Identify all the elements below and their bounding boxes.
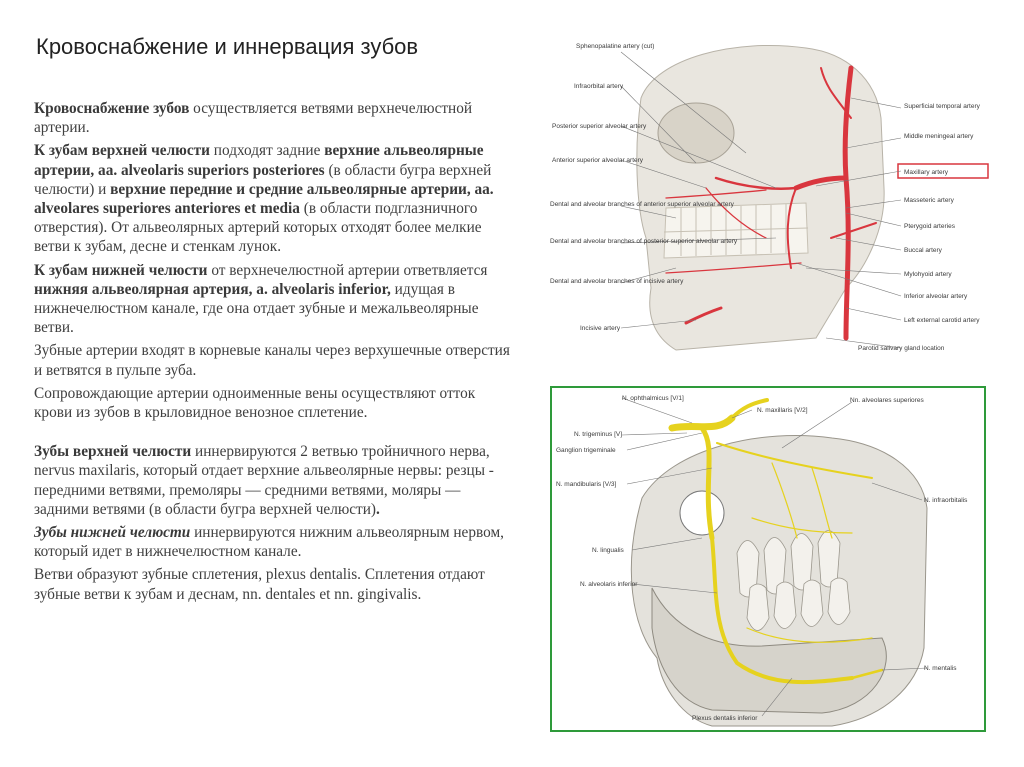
nerve-illustration: N. ophthalmicus [V/1] N. maxillaris [V/2… xyxy=(550,386,986,732)
artery-label: Inferior alveolar artery xyxy=(904,293,968,300)
text-run: Ветви образуют зубные сплетения, plexus … xyxy=(34,566,485,603)
text-run: осуществляется ветвями верхнечелюстной а… xyxy=(34,100,473,137)
bold-text-run: нижняя альвеолярная артерия, a. alveolar… xyxy=(34,280,391,298)
nerve-label: N. ophthalmicus [V/1] xyxy=(622,395,684,402)
paragraph: Зубы верхней челюсти иннервируются 2 вет… xyxy=(34,442,512,519)
text-run: (в области бугра верхней челюсти) и xyxy=(34,161,492,198)
nerve-label: Nn. alveolares superiores xyxy=(850,397,924,404)
paragraph: Зубы нижней челюсти иннервируются нижним… xyxy=(34,523,512,561)
text-run: идущая в нижнечелюстном канале, где она … xyxy=(34,280,479,337)
paragraph: К зубам верхней челюсти подходят задние … xyxy=(34,141,512,256)
bold-text-run: . xyxy=(376,500,380,518)
bold-text-run: Зубы верхней челюсти xyxy=(34,443,192,461)
nerve-label: Plexus dentalis inferior xyxy=(692,715,758,722)
nerve-label: N. mentalis xyxy=(924,665,957,672)
nerve-label: N. mandibularis [V/3] xyxy=(556,481,617,488)
artery-label: Incisive artery xyxy=(580,325,621,332)
artery-label: Dental and alveolar branches of incisive… xyxy=(550,278,684,285)
bold-text-run: верхние передние и средние альвеолярные … xyxy=(34,180,494,218)
bold-text-run: К зубам нижней челюсти xyxy=(34,261,208,279)
slide-title: Кровоснабжение и иннервация зубов xyxy=(36,34,419,59)
bold-text-run: Кровоснабжение зубов xyxy=(34,100,190,117)
artery-label: Parotid salivary gland location xyxy=(858,345,945,352)
artery-illustration: Sphenopalatine artery (cut) Infraorbital… xyxy=(546,38,994,354)
artery-label: Pterygoid arteries xyxy=(904,223,956,230)
artery-label: Buccal artery xyxy=(904,247,943,254)
text-run: подходят задние xyxy=(209,142,325,160)
artery-label: Posterior superior alveolar artery xyxy=(552,123,647,130)
artery-label: Masseteric artery xyxy=(904,197,955,204)
artery-label: Anterior superior alveolar artery xyxy=(552,157,644,164)
artery-label: Superficial temporal artery xyxy=(904,103,981,110)
bold-text-run: Зубы нижней челюсти xyxy=(34,524,191,542)
paragraph: Ветви образуют зубные сплетения, plexus … xyxy=(34,565,512,603)
nerve-label: N. lingualis xyxy=(592,547,625,554)
nerve-label: N. maxillaris [V/2] xyxy=(757,407,808,414)
paragraph: Кровоснабжение зубов осуществляется ветв… xyxy=(34,99,512,137)
paragraph: К зубам нижней челюсти от верхнечелюстно… xyxy=(34,261,512,338)
artery-label: Sphenopalatine artery (cut) xyxy=(576,43,654,50)
bold-text-run: К зубам верхней челюсти xyxy=(34,142,210,160)
text-run: иннервируются 2 ветвью тройничного нерва… xyxy=(34,443,494,518)
artery-label: Middle meningeal artery xyxy=(904,133,974,140)
text-run: Сопровождающие артерии одноименные вены … xyxy=(34,384,476,422)
paragraph: Сопровождающие артерии одноименные вены … xyxy=(34,384,512,422)
artery-label: Mylohyoid artery xyxy=(904,271,952,278)
artery-label: Infraorbital artery xyxy=(574,83,624,90)
artery-illustration-svg: Sphenopalatine artery (cut) Infraorbital… xyxy=(550,43,989,352)
text-run: Зубные артерии входят в корневые каналы … xyxy=(34,342,510,379)
bold-text-run: верхние альвеолярные артерии, aa. alveol… xyxy=(34,142,484,179)
artery-label: Maxillary artery xyxy=(904,169,949,176)
text-run: (в области подглазничного отверстия). От… xyxy=(34,200,482,256)
nerve-illustration-svg: N. ophthalmicus [V/1] N. maxillaris [V/2… xyxy=(556,395,968,727)
nerve-label: N. trigeminus [V] xyxy=(574,431,622,438)
artery-label: Left external carotid artery xyxy=(904,317,980,324)
text-run: иннервируются нижним альвеолярным нервом… xyxy=(34,524,504,561)
nerve-label: N. infraorbitalis xyxy=(924,497,968,504)
nerve-label: N. alveolaris inferior xyxy=(580,581,638,588)
artery-label: Dental and alveolar branches of posterio… xyxy=(550,238,738,245)
text-run: от верхнечелюстной артерии ответвляется xyxy=(207,261,488,279)
nerve-label: Ganglion trigeminale xyxy=(556,447,616,454)
body-text: Кровоснабжение зубов осуществляется ветв… xyxy=(34,99,512,608)
paragraph: Зубные артерии входят в корневые каналы … xyxy=(34,341,512,379)
artery-label: Dental and alveolar branches of anterior… xyxy=(550,201,735,208)
